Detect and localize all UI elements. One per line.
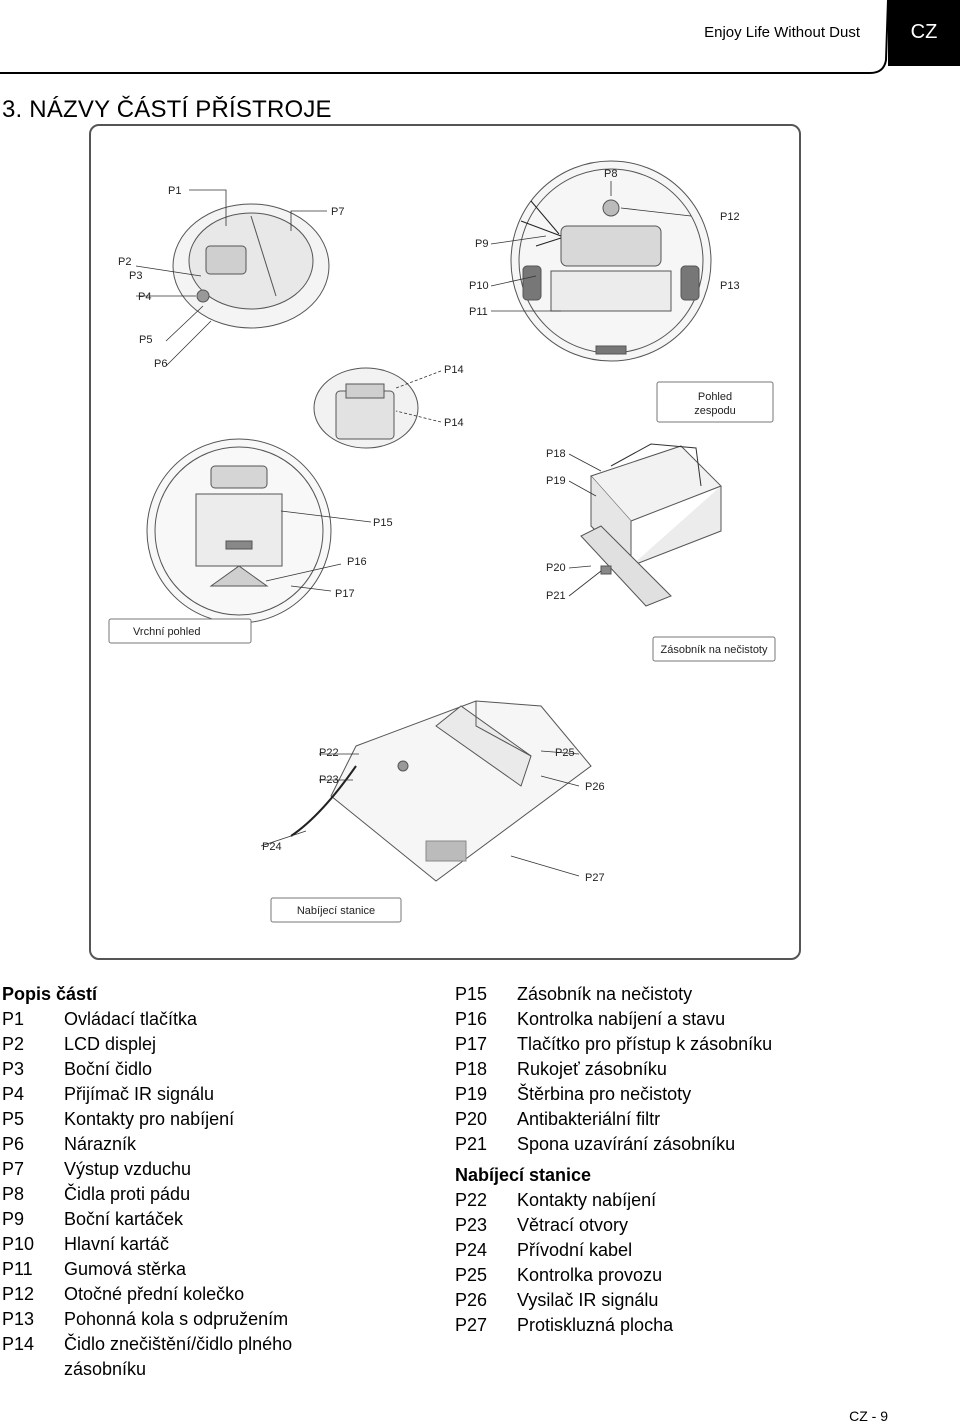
label-p5: P5: [139, 334, 152, 346]
label-p16: P16: [347, 556, 367, 568]
caption-bin: Zásobník na nečistoty: [652, 636, 776, 662]
label-p2: P2: [118, 256, 131, 268]
label-p24: P24: [262, 841, 282, 853]
header-tagline: Enjoy Life Without Dust: [704, 24, 860, 41]
header-rule: [0, 0, 889, 74]
label-p8: P8: [604, 168, 617, 180]
label-p10: P10: [469, 280, 489, 292]
label-p14-lower: P14: [444, 417, 464, 429]
caption-top-view: Vrchní pohled: [108, 618, 252, 644]
parts-figure: P1 P7 P2 P3 P4 P5 P6 P8 P9 P12 P10 P13 P…: [89, 124, 801, 960]
dust-bin-drawing: [580, 443, 722, 607]
label-p17: P17: [335, 588, 355, 600]
robot-top-perspective: [172, 203, 330, 329]
caption-station-text: Nabíjecí stanice: [297, 905, 375, 917]
label-p9: P9: [475, 238, 488, 250]
label-p19: P19: [546, 475, 566, 487]
caption-bin-text: Zásobník na nečistoty: [660, 644, 768, 656]
station-heading: Nabíjecí stanice: [455, 1165, 592, 1185]
label-p21: P21: [546, 590, 566, 602]
label-p27: P27: [585, 872, 605, 884]
label-p12: P12: [720, 211, 740, 223]
leader-lines: [135, 181, 692, 877]
label-p23: P23: [319, 774, 339, 786]
label-p22: P22: [319, 747, 339, 759]
parts-heading: Popis částí: [2, 984, 98, 1004]
label-p15: P15: [373, 517, 393, 529]
label-p20: P20: [546, 562, 566, 574]
charging-station-drawing: [290, 700, 592, 882]
label-p1: P1: [168, 185, 181, 197]
language-tab: CZ: [888, 0, 960, 66]
label-p26: P26: [585, 781, 605, 793]
label-p25: P25: [555, 747, 575, 759]
part-row-p14-continued: zásobníku: [64, 1359, 147, 1379]
caption-bottom-view-line1: Pohled: [698, 391, 732, 403]
section-title: 3. NÁZVY ČÁSTÍ PŘÍSTROJE: [2, 96, 332, 123]
label-p7: P7: [331, 206, 344, 218]
label-p3: P3: [129, 270, 142, 282]
parts-diagram: P1 P7 P2 P3 P4 P5 P6 P8 P9 P12 P10 P13 P…: [108, 160, 776, 923]
page-number: CZ - 9: [849, 1408, 888, 1424]
label-p4: P4: [138, 291, 151, 303]
caption-station: Nabíjecí stanice: [270, 897, 402, 923]
label-p6: P6: [154, 358, 167, 370]
caption-bottom-view-line2: zespodu: [694, 405, 736, 417]
robot-sensor-detail: [313, 367, 419, 449]
page-header: Enjoy Life Without Dust CZ: [0, 0, 960, 74]
label-p18: P18: [546, 448, 566, 460]
caption-bottom-view: Pohled zespodu: [656, 381, 774, 423]
robot-top-view: [146, 438, 332, 624]
label-p14-upper: P14: [444, 364, 464, 376]
label-p11: P11: [469, 306, 488, 318]
label-p13: P13: [720, 280, 740, 292]
caption-top-view-text: Vrchní pohled: [133, 626, 200, 638]
